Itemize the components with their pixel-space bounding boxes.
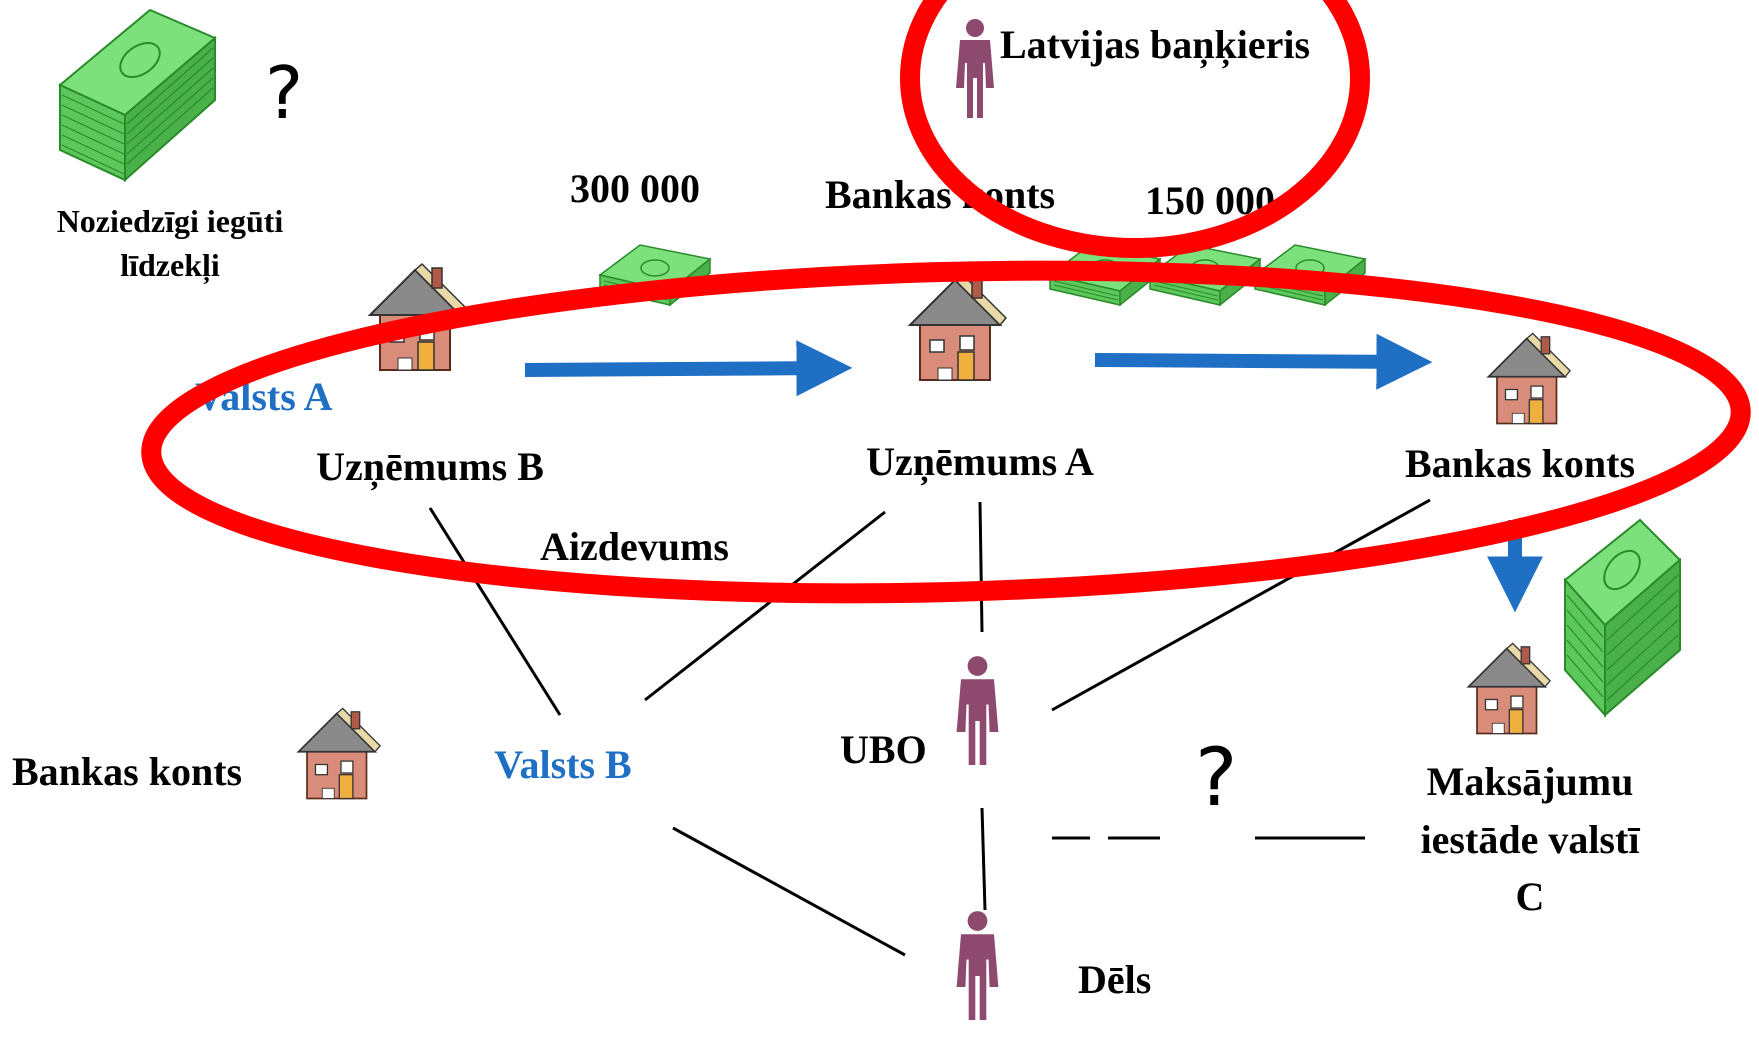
company-a-house-icon [909, 273, 1007, 381]
ubo-person-icon [956, 656, 999, 765]
payment-institution-label-line3: C [1516, 874, 1545, 919]
banker-person-icon [956, 19, 994, 118]
arrow-icon [524, 340, 853, 397]
payment-institution-house-icon [1467, 642, 1551, 735]
bank-account-left-house-icon [297, 707, 381, 800]
bank-account-right-label: Bankas konts [1405, 441, 1635, 486]
latvian-banker-label: Latvijas baņķieris [1000, 22, 1310, 69]
country-b-label: Valsts B [494, 742, 631, 787]
loan-label: Aizdevums [540, 524, 729, 569]
bank-account-left-label: Bankas konts [12, 749, 242, 794]
bank-account-top-label: Bankas konts [825, 172, 1055, 217]
question-mark-top: ? [265, 51, 303, 135]
question-mark-mid: ? [1195, 731, 1237, 824]
criminal-funds-label-line2: līdzekļi [120, 247, 220, 284]
criminal-funds-label-line1: Noziedzīgi iegūti [57, 203, 284, 239]
ubo-label: UBO [840, 727, 927, 772]
arrow-icon [1094, 333, 1433, 390]
son-label: Dēls [1078, 957, 1151, 1002]
highlight-ellipse-middle [141, 260, 1751, 604]
company-b-label: Uzņēmums B [316, 444, 544, 491]
payment-institution-label-line2: iestāde valstī [1421, 817, 1641, 862]
money-stack-icon [58, 8, 217, 183]
relationship-lines [428, 498, 1431, 957]
company-a-label: Uzņēmums A [866, 439, 1094, 486]
amount-300k-label: 300 000 [570, 166, 700, 211]
money-stack-icon [1563, 518, 1682, 718]
bank-account-right-house-icon [1487, 332, 1571, 425]
highlight-ellipse-banker [900, 0, 1370, 258]
son-person-icon [956, 911, 999, 1020]
payment-institution-label-line1: Maksājumu [1427, 759, 1634, 804]
